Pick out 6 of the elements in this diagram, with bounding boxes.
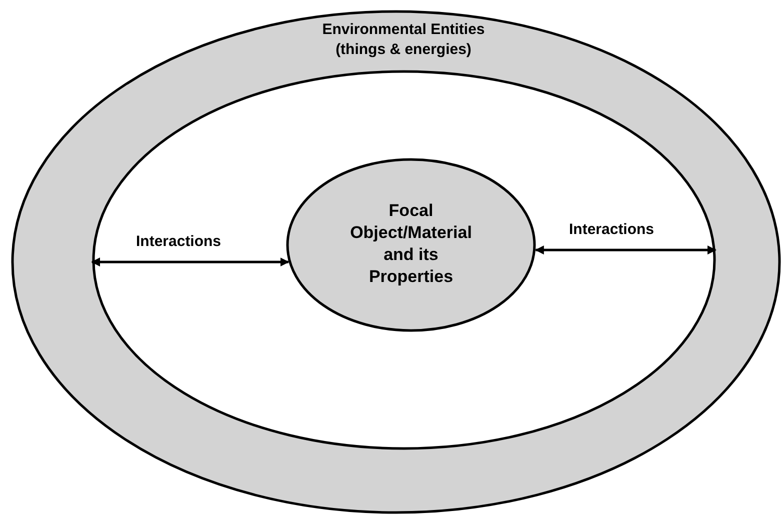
edge-label: Interactions (569, 221, 654, 238)
double-arrow (534, 246, 716, 254)
edge-label: Interactions (136, 233, 222, 250)
node-label: Environmental Entities (things & energies) (321, 20, 486, 59)
double-arrow (91, 258, 290, 266)
node-label: Focal Object/Material and its Properties (349, 200, 473, 288)
